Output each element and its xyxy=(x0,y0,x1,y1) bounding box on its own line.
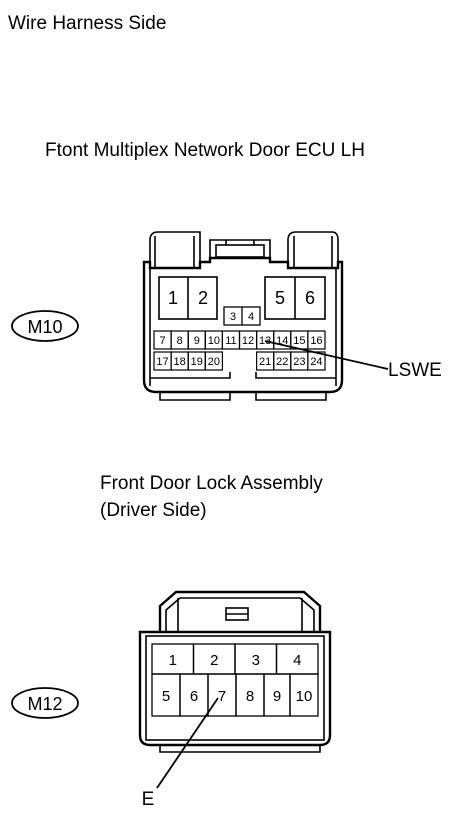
m10-pin-6: 6 xyxy=(305,288,315,308)
m12-pin-label: 4 xyxy=(293,652,301,669)
m12-pin-grid: 1 2 3 4 5 6 7 8 9 10 xyxy=(151,643,319,717)
m10-pin-label: 10 xyxy=(208,335,220,347)
m10-pin-label: 24 xyxy=(310,356,322,368)
m10-pin-5: 5 xyxy=(275,288,285,308)
m10-pin-label: 16 xyxy=(310,335,322,347)
m10-tag-oval xyxy=(11,310,79,342)
m10-pin-label: 23 xyxy=(293,356,305,368)
m10-callout-label: LSWE xyxy=(388,360,442,381)
m12-tag: M12 xyxy=(27,694,62,714)
m12-pin-label: 3 xyxy=(252,652,260,669)
m10-pin-label: 12 xyxy=(242,335,254,347)
m10-pin-label: 7 xyxy=(159,335,165,347)
m12-connector-housing xyxy=(138,590,332,753)
m12-callout-line xyxy=(156,697,219,789)
m12-pin-label: 10 xyxy=(296,688,313,705)
m12-connector-name-line2: (Driver Side) xyxy=(100,500,207,521)
m12-pin-label: 8 xyxy=(246,688,254,705)
m10-pin-label: 17 xyxy=(156,356,168,368)
m10-pin-label: 20 xyxy=(208,356,220,368)
m10-pin-label: 18 xyxy=(174,356,186,368)
m10-pin-4: 4 xyxy=(248,311,254,323)
m10-pin-cell xyxy=(204,351,224,371)
m12-pin-label: 5 xyxy=(162,688,170,705)
m10-big-pins xyxy=(158,276,326,320)
m12-pin-label: 1 xyxy=(169,652,177,669)
m10-pin-2: 2 xyxy=(198,288,208,308)
m10-pin-label: 19 xyxy=(191,356,203,368)
m10-pin-cell xyxy=(307,330,326,350)
m12-pin-label: 2 xyxy=(210,652,218,669)
m12-pin-label: 7 xyxy=(218,688,226,705)
m10-pin-label: 9 xyxy=(194,335,200,347)
m10-pin-label: 8 xyxy=(177,335,183,347)
m12-connector-name-line1: Front Door Lock Assembly xyxy=(100,473,323,494)
m12-pin-label: 6 xyxy=(190,688,198,705)
m10-connector-name: Ftont Multiplex Network Door ECU LH xyxy=(45,140,365,161)
m10-pin-label: 21 xyxy=(259,356,271,368)
m10-connector-housing xyxy=(142,231,344,401)
m12-pin-cell xyxy=(289,673,319,717)
m10-callout-line xyxy=(264,340,389,370)
m10-pin-3: 3 xyxy=(230,311,236,323)
m12-tag-oval xyxy=(11,687,79,719)
m10-pin-label: 15 xyxy=(293,335,305,347)
m10-tag: M10 xyxy=(27,317,62,337)
m10-pin-label: 22 xyxy=(276,356,288,368)
m12-pin-label: 9 xyxy=(273,688,281,705)
m10-pin-1: 1 xyxy=(168,288,178,308)
m10-pin-label: 11 xyxy=(225,335,236,347)
m12-callout-label: E xyxy=(142,789,155,810)
page-title: Wire Harness Side xyxy=(8,13,167,34)
m10-small-top-pins xyxy=(223,306,261,326)
